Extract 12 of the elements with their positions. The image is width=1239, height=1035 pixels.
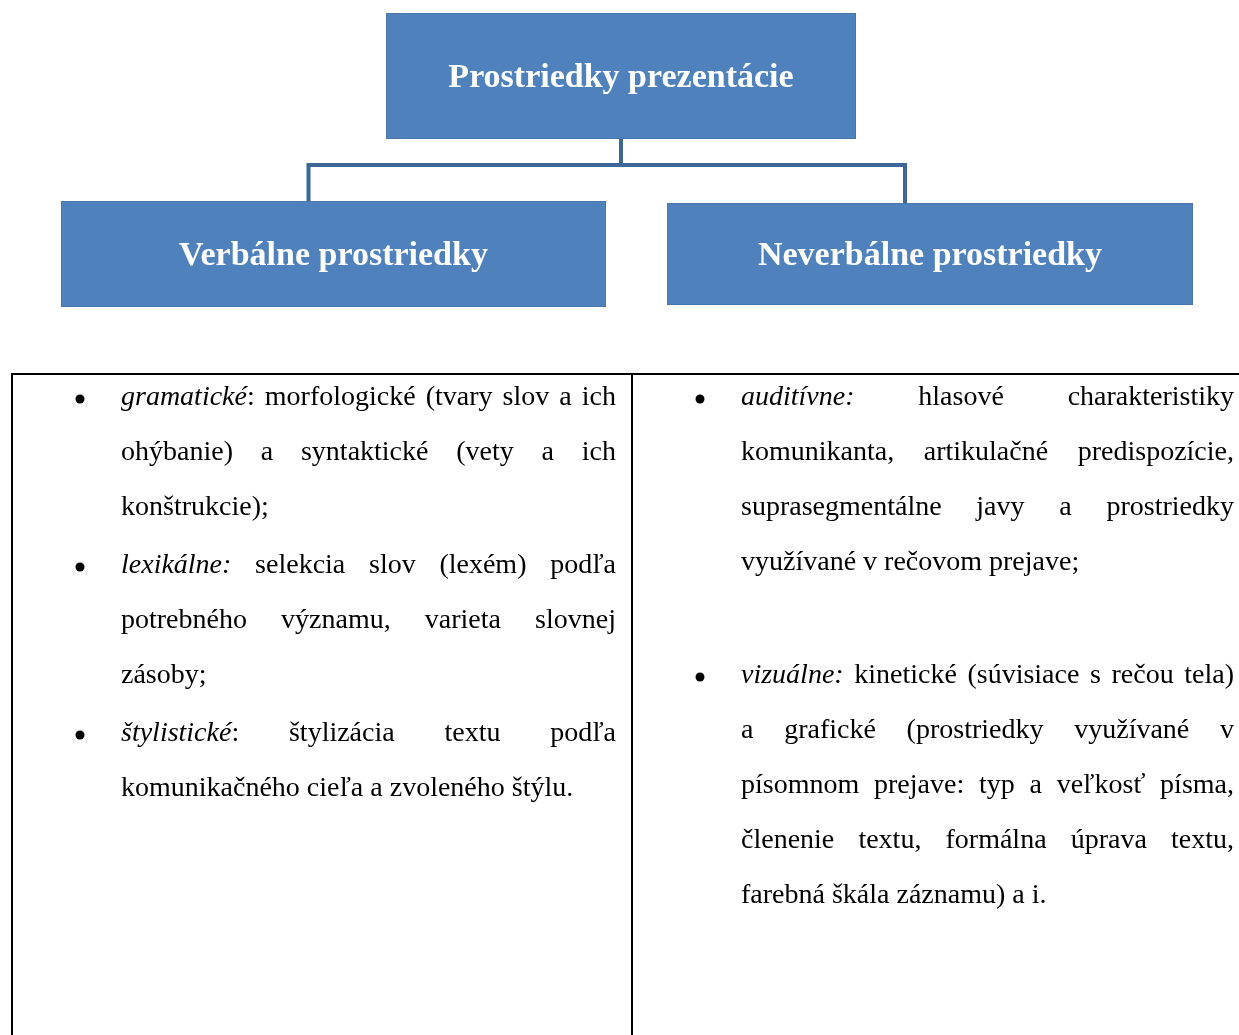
box-title: Neverbálne prostriedky [757, 235, 1103, 273]
list-text: auditívne: hlasové charakteristiky komunikanta, artikulačné predispozície, suprasegmentálne javy a prostriedky využívané v rečovom prejave; [741, 379, 1234, 578]
box-title: Prostriedky prezentácie [448, 57, 794, 95]
title-box [386, 13, 856, 139]
connector-line [619, 139, 907, 203]
box-title: Verbálne prostriedky [179, 235, 488, 273]
list-text: lexikálne: selekcia slov (lexém) podľa potrebného významu, varieta slovnej zásoby; [121, 547, 616, 691]
title-box [61, 201, 606, 307]
list-text: vizuálne: kinetické (súvisiace s rečou tela) a grafické (prostriedky využívané v písomnom prejave: typ a veľkosť písma, členenie textu, formálna úprava textu, farebná škála záznamu) a i. [741, 657, 1234, 911]
list-text: gramatické: morfologické (tvary slov a ich ohýbanie) a syntaktické (vety a ich konštrukcie); [121, 379, 616, 523]
title-box [667, 203, 1193, 305]
list-text: štylistické: štylizácia textu podľa komunikačného cieľa a zvoleného štýlu. [121, 715, 616, 804]
